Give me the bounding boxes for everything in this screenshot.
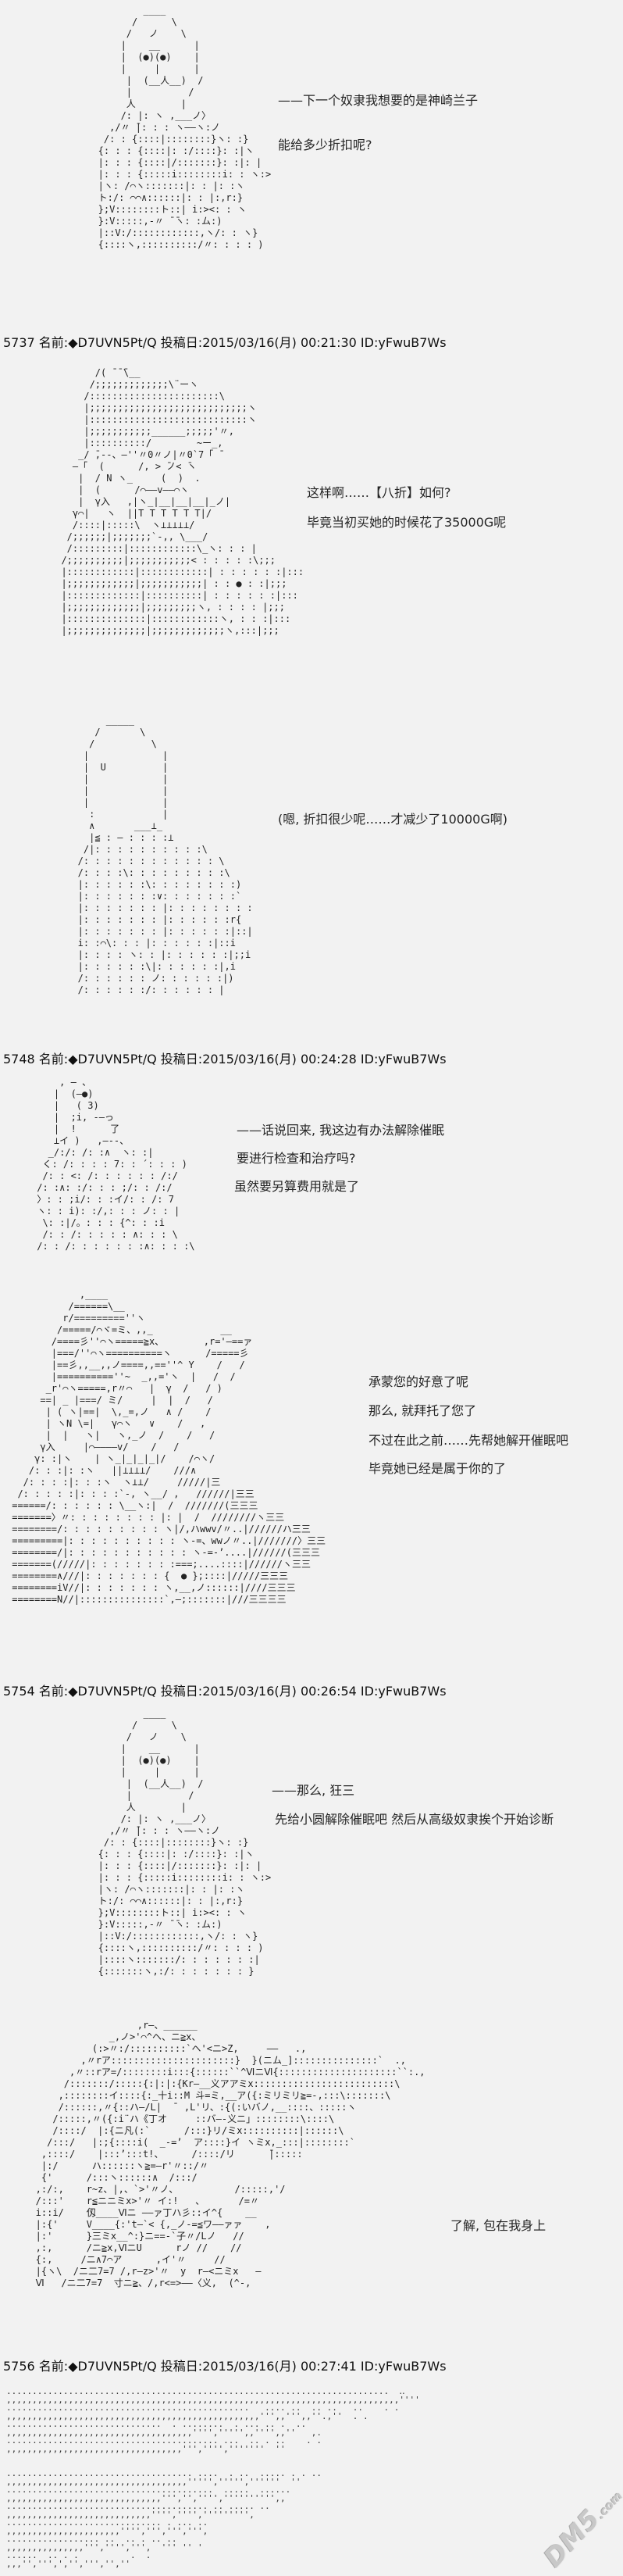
dialogue-line: (嗯, 折扣很少呢……才减少了10000G啊) [278,812,507,827]
dialogue-line: 承蒙您的好意了呢 [368,1374,469,1389]
dm5-watermark-logo: DM5.com [538,2480,623,2573]
ascii-art-master-side: _____ / \ / \ | | | U | | | | | | | : | … [77,715,253,995]
dialogue-line: 毕竟她已经是属于你的了 [368,1461,507,1476]
ascii-art-slave-trader: /( ̄ ̄ ̄\__ /;;;;;;;;;;;;;\¨ーヽ /::::::::… [61,367,304,636]
post-header-5737: 5737 名前:◆D7UVN5Pt/Q 投稿日:2015/03/16(月) 00… [3,335,447,350]
dialogue-line: 了解, 包在我身上 [450,2218,546,2233]
post-header-5756: 5756 名前:◆D7UVN5Pt/Q 投稿日:2015/03/16(月) 00… [3,2359,447,2374]
dialogue-line: 毕竟当初买她的时候花了35000G呢 [307,515,507,530]
dialogue-line: 要进行检查和治疗吗? [237,1151,356,1166]
post-header-5754: 5754 名前:◆D7UVN5Pt/Q 投稿日:2015/03/16(月) 00… [3,1684,447,1699]
dialogue-line: 虽然要另算费用就是了 [234,1179,360,1194]
dialogue-line: ——那么, 狂三 [272,1783,355,1798]
ascii-art-master: ____ / \ / ノ \ | __ | | (●)(●) | | | | |… [98,1708,272,1977]
dialogue-line: 那么, 就拜托了您了 [368,1403,477,1418]
dialogue-line: ——下一个奴隶我想要的是神崎兰子 [278,93,479,108]
dialogue-line: 这样啊……【八折】如何? [307,485,451,500]
post-header-5748: 5748 名前:◆D7UVN5Pt/Q 投稿日:2015/03/16(月) 00… [3,1052,447,1066]
dialogue-line: 能给多少折扣呢? [278,138,372,152]
ascii-art-trader-closeup: , ― 、 | (―●) | ( З) | ;i, ‐―っ | ! 了 ⊥イ )… [37,1077,195,1252]
ascii-art-scene-fade: ........................................… [6,2386,420,2569]
watermark-sub-text: .com [593,2488,623,2522]
ascii-art-armored-figure: ,____ /======\__ r/=========''ヽ /=====/⌒… [12,1289,326,1605]
dialogue-line: ——话说回来, 我这边有办法解除催眠 [237,1123,445,1138]
dialogue-line: 不过在此之前……先帮她解开催眠吧 [368,1433,569,1448]
ascii-art-kurumi: ,r―、______ _,ノ>'⌒^ヘ、ニ≧x、 (:>〃:/:::::::::… [35,2020,425,2288]
ascii-art-master: ____ / \ / ノ \ | __ | | (●)(●) | | | | |… [98,5,272,250]
dialogue-line: 先给小圆解除催眠吧 然后从高级奴隶挨个开始诊断 [275,1812,554,1827]
